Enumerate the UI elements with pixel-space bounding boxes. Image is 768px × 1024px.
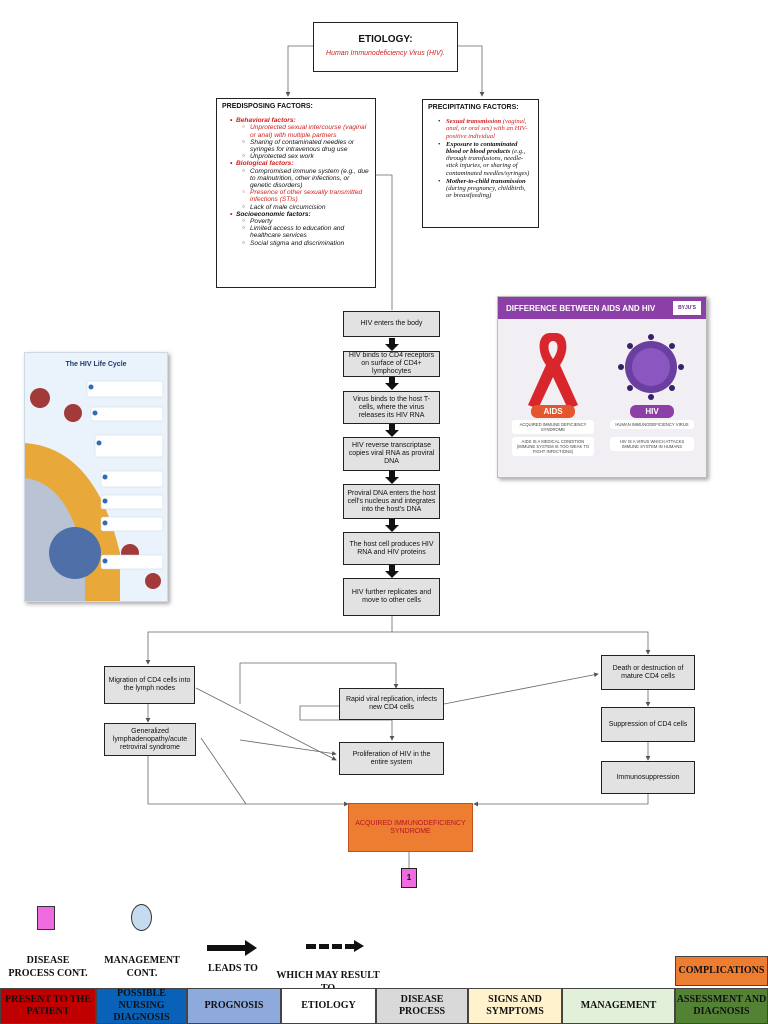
factor-item: Unprotected sexual intercourse (vaginal …	[222, 124, 370, 138]
aids-description: AIDS IS A MEDICAL CONDITION (IMMUNE SYST…	[512, 437, 594, 456]
factor-item: Limited access to education and healthca…	[222, 225, 370, 239]
factor-item: Compromised immune system (e.g., due to …	[222, 168, 370, 190]
legend-management: MANAGEMENT	[562, 988, 675, 1024]
legend-management-cont-swatch	[131, 904, 152, 931]
etiology-cause: Human Immunodeficiency Virus (HIV).	[326, 50, 445, 57]
aids-vs-hiv-image: DIFFERENCE BETWEEN AIDS AND HIV BYJU'S A…	[497, 296, 707, 478]
aids-card-title: DIFFERENCE BETWEEN AIDS AND HIV	[498, 297, 706, 319]
flow-arrow	[385, 471, 399, 484]
legend-disease-cont-swatch	[37, 906, 55, 930]
predisposing-factors-box: PREDISPOSING FACTORS: Behavioral factors…	[216, 98, 376, 288]
precipitating-title: PRECIPITATING FACTORS:	[428, 104, 519, 111]
factor-item: Social stigma and discrimination	[222, 240, 370, 247]
flow-step: Proviral DNA enters the host cell's nucl…	[343, 484, 440, 519]
factor-group-label: Behavioral factors:	[222, 117, 370, 124]
factor-item: Lack of male circumcision	[222, 204, 370, 211]
migration-box: Migration of CD4 cells into the lymph no…	[104, 666, 195, 704]
flow-arrow	[385, 565, 399, 578]
flow-step: HIV further replicates and move to other…	[343, 578, 440, 616]
hiv-full-name: HUMAN IMMUNODEFICIENCY VIRUS	[610, 420, 694, 429]
aids-label: AIDS	[531, 405, 575, 418]
flow-step: HIV binds to CD4 receptors on surface of…	[343, 351, 440, 377]
legend-etiology: ETIOLOGY	[281, 988, 376, 1024]
factor-group-label: Biological factors:	[222, 160, 370, 167]
legend-complications: COMPLICATIONS	[675, 956, 768, 986]
lymphadenopathy-box: Generalized lymphadenopathy/acute retrov…	[104, 723, 196, 756]
legend-leads-to-label: LEADS TO	[208, 963, 258, 974]
aids-full-name: ACQUIRED IMMUNE DEFICIENCY SYNDROME	[512, 420, 594, 434]
rapid-replication-box: Rapid viral replication, infects new CD4…	[339, 688, 444, 720]
factor-group-label: Socioeconomic factors:	[222, 211, 370, 218]
life-cycle-title: The HIV Life Cycle	[65, 361, 127, 368]
legend-signs-symptoms: SIGNS AND SYMPTOMS	[468, 988, 562, 1024]
flow-arrow	[385, 424, 399, 437]
virus-icon	[618, 334, 684, 400]
precipitating-item: Sexual transmission (vaginal, anal, or o…	[428, 118, 533, 140]
flow-step: The host cell produces HIV RNA and HIV p…	[343, 532, 440, 565]
flow-step: HIV enters the body	[343, 311, 440, 337]
aids-outcome-box: ACQUIRED IMMUNODEFICIENCY SYNDROME	[348, 803, 473, 852]
page-connector: 1	[401, 868, 417, 888]
hiv-life-cycle-image: The HIV Life Cycle	[24, 352, 168, 602]
flow-arrow	[385, 377, 399, 390]
hiv-description: HIV IS A VIRUS WHICH ATTACKS IMMUNE SYST…	[610, 437, 694, 451]
flow-arrow	[385, 338, 399, 351]
factor-item: Presence of other sexually transmitted i…	[222, 189, 370, 203]
flow-arrow	[385, 519, 399, 532]
flow-step: Virus binds to the host T-cells, where t…	[343, 391, 440, 424]
etiology-box: ETIOLOGY: Human Immunodeficiency Virus (…	[313, 22, 458, 72]
legend-disease-cont-label: DISEASE PROCESS CONT.	[8, 955, 88, 979]
proliferation-box: Proliferation of HIV in the entire syste…	[339, 742, 444, 775]
immunosuppression-box: Immunosuppression	[601, 761, 695, 794]
death-cd4-box: Death or destruction of mature CD4 cells	[601, 655, 695, 690]
suppression-box: Suppression of CD4 cells	[601, 707, 695, 742]
factor-item: Unprotected sex work	[222, 153, 370, 160]
red-ribbon-icon	[528, 333, 578, 409]
legend-present-to-patient: PRESENT TO THE PATIENT	[0, 988, 96, 1024]
legend-may-result-arrow-icon	[306, 940, 364, 952]
flow-step: HIV reverse transcriptase copies viral R…	[343, 437, 440, 471]
hiv-label: HIV	[630, 405, 674, 418]
precipitating-item: Mother-to-child transmission (during pre…	[428, 178, 533, 200]
etiology-title: ETIOLOGY:	[358, 34, 413, 45]
precipitating-factors-box: PRECIPITATING FACTORS: Sexual transmissi…	[422, 99, 539, 228]
predisposing-title: PREDISPOSING FACTORS:	[222, 103, 313, 110]
brand-logo: BYJU'S	[673, 301, 701, 315]
factor-item: Sharing of contaminated needles or syrin…	[222, 139, 370, 153]
legend-prognosis: PROGNOSIS	[187, 988, 281, 1024]
legend-nursing-diagnosis: POSSIBLE NURSING DIAGNOSIS	[96, 988, 187, 1024]
factor-item: Poverty	[222, 218, 370, 225]
legend-assessment-diagnosis: ASSESSMENT AND DIAGNOSIS	[675, 988, 768, 1024]
legend-leads-to-arrow-icon	[207, 940, 257, 956]
legend-disease-process: DISEASE PROCESS	[376, 988, 468, 1024]
legend-management-cont-label: MANAGEMENT CONT.	[104, 955, 180, 979]
precipitating-item: Exposure to contaminated blood or blood …	[428, 141, 533, 177]
